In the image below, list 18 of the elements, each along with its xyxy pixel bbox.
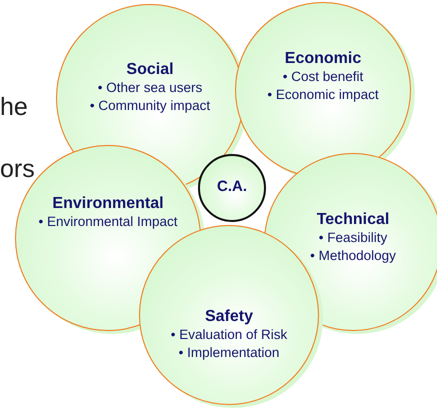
bullet-item: • Environmental Impact <box>38 213 178 232</box>
bullet-item: • Methodology <box>310 247 396 266</box>
text-fragment: he <box>0 93 28 122</box>
circle-heading: C.A. <box>217 178 247 196</box>
circle-heading: Environmental <box>52 194 164 214</box>
bullet-item: • Economic impact <box>267 86 379 104</box>
circle-heading: Social <box>126 60 174 80</box>
center-circle <box>198 154 266 222</box>
bullet-item: • Implementation <box>178 344 280 362</box>
circle-heading: Economic <box>284 49 362 68</box>
circle-heading: Safety <box>204 307 254 326</box>
circle-heading: Technical <box>316 210 390 230</box>
bullet-item: • Feasibility <box>318 229 388 248</box>
bullet-item: • Community impact <box>90 97 210 116</box>
text-fragment: ors <box>0 155 35 184</box>
bullet-item: • Cost benefit <box>282 68 364 86</box>
bullet-item: • Evaluation of Risk <box>170 326 288 344</box>
bullet-item: • Other sea users <box>98 79 202 98</box>
